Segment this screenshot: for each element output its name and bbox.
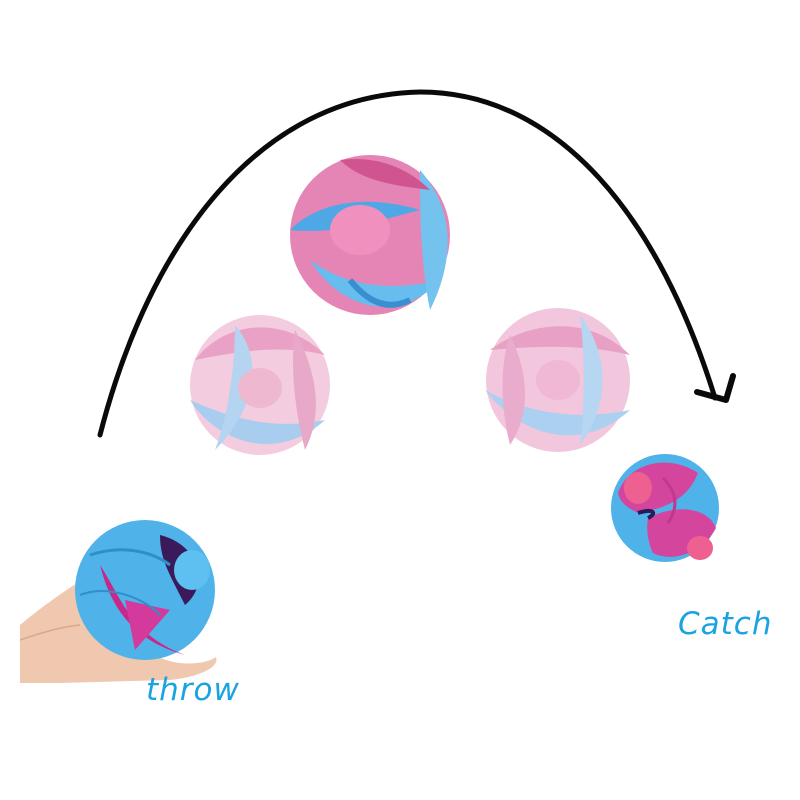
falling-ball-icon <box>485 308 630 452</box>
caught-ball-icon <box>611 454 719 562</box>
apex-ball-icon <box>290 155 450 315</box>
catch-label: Catch <box>678 606 773 642</box>
hand-holding-ball <box>20 520 217 683</box>
rising-ball-icon <box>190 315 330 455</box>
throw-label: throw <box>146 672 240 708</box>
blue-ball-icon <box>75 520 215 660</box>
